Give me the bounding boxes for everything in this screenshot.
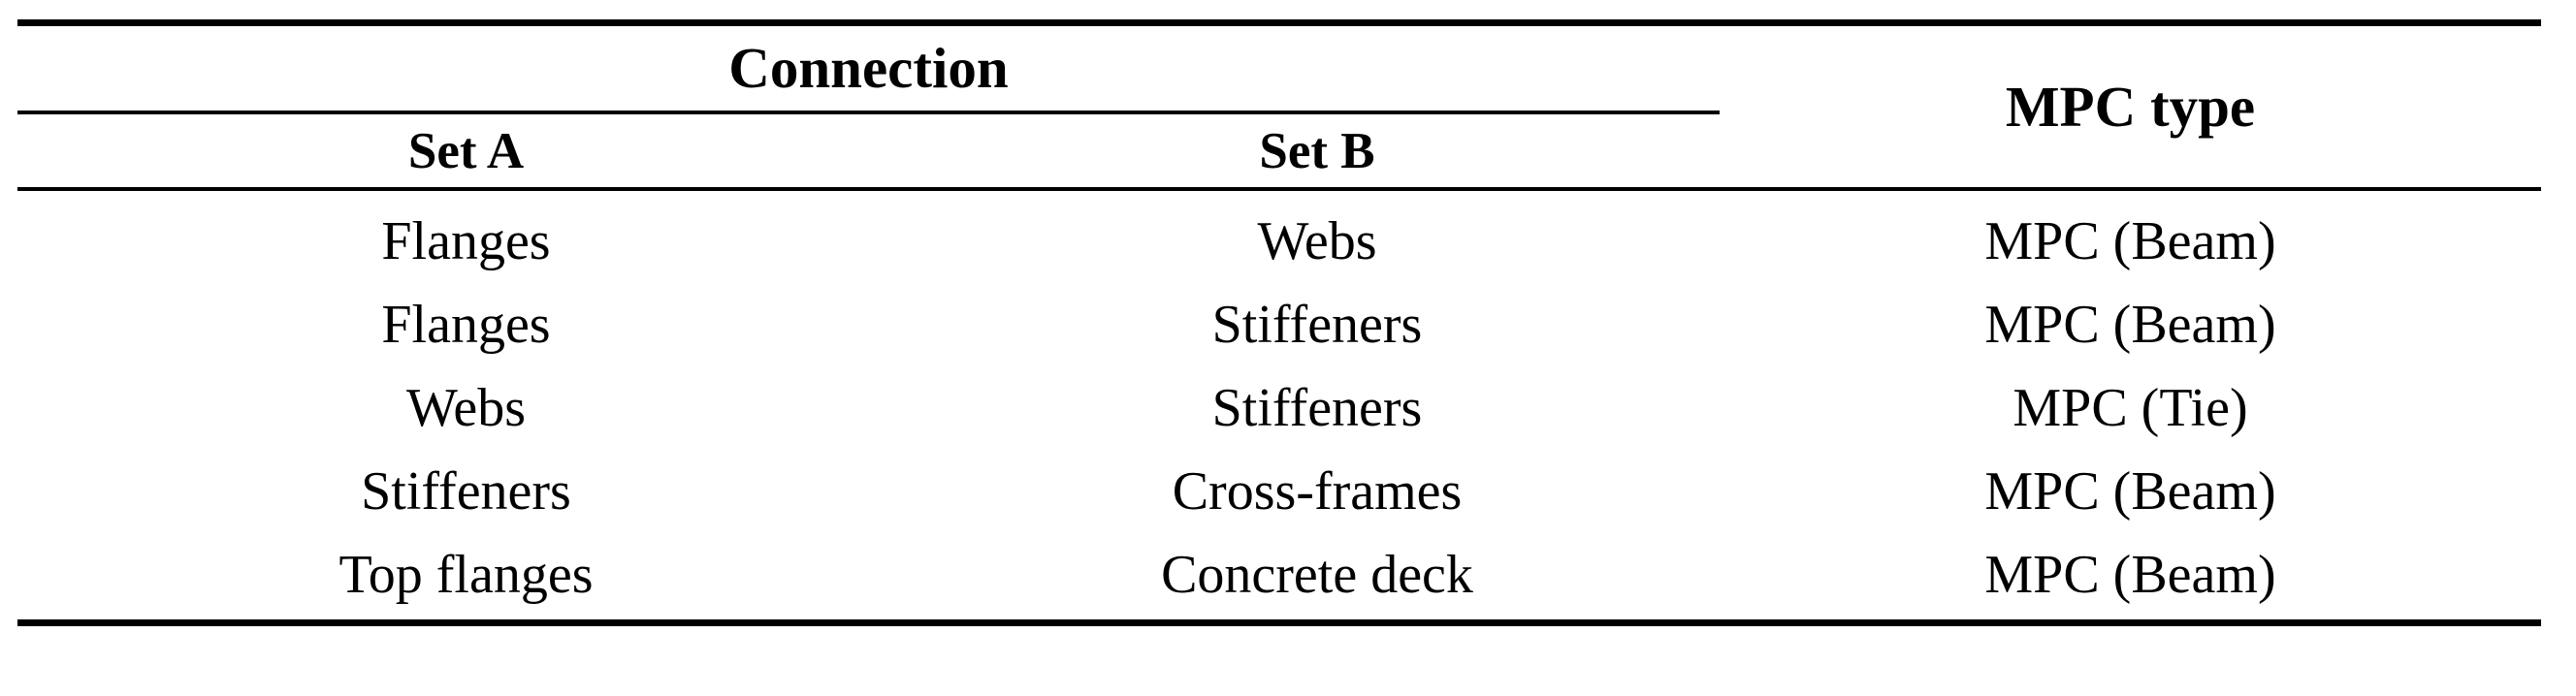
rule-top	[17, 19, 2541, 29]
column-header-mpc-type: MPC type	[2005, 74, 2256, 139]
cell-mpc-type: MPC (Tie)	[2012, 378, 2248, 438]
cell-mpc-type: MPC (Beam)	[1984, 545, 2276, 605]
cell-set-a: Flanges	[381, 295, 551, 355]
header-row-group: Connection MPC type	[17, 26, 2541, 135]
cell-set-a: Flanges	[381, 211, 551, 271]
cell-set-b: Stiffeners	[1211, 295, 1423, 355]
cell-set-b: Cross-frames	[1172, 461, 1463, 522]
table-row: Flanges Webs MPC (Beam)	[17, 189, 2541, 282]
mpc-connection-table: Connection MPC type Set A Set B Flanges …	[17, 19, 2541, 626]
cell-set-a: Webs	[405, 378, 527, 438]
rule-bottom	[17, 617, 2541, 626]
table-body: Flanges Webs MPC (Beam) Flanges Stiffene…	[17, 189, 2541, 619]
column-group-header-connection: Connection	[17, 26, 1720, 114]
table-row: Top flanges Concrete deck MPC (Beam)	[17, 532, 2541, 619]
table-header: Connection MPC type Set A Set B	[17, 19, 2541, 191]
cell-set-b: Concrete deck	[1161, 545, 1473, 605]
cell-mpc-type: MPC (Beam)	[1984, 211, 2276, 271]
table-row: Webs Stiffeners MPC (Tie)	[17, 365, 2541, 449]
table-footer	[17, 617, 2541, 626]
cell-set-a: Top flanges	[338, 545, 594, 605]
cell-mpc-type: MPC (Beam)	[1984, 461, 2276, 522]
column-header-set-b: Set B	[1259, 123, 1375, 179]
cell-set-b: Webs	[1257, 211, 1377, 271]
cell-mpc-type: MPC (Beam)	[1984, 295, 2276, 355]
table-row: Flanges Stiffeners MPC (Beam)	[17, 282, 2541, 365]
cell-set-a: Stiffeners	[361, 461, 571, 522]
cell-set-b: Stiffeners	[1211, 378, 1423, 438]
table-row: Stiffeners Cross-frames MPC (Beam)	[17, 449, 2541, 532]
column-header-set-a: Set A	[407, 123, 525, 179]
header-row-sub: Set A Set B	[17, 112, 2541, 187]
